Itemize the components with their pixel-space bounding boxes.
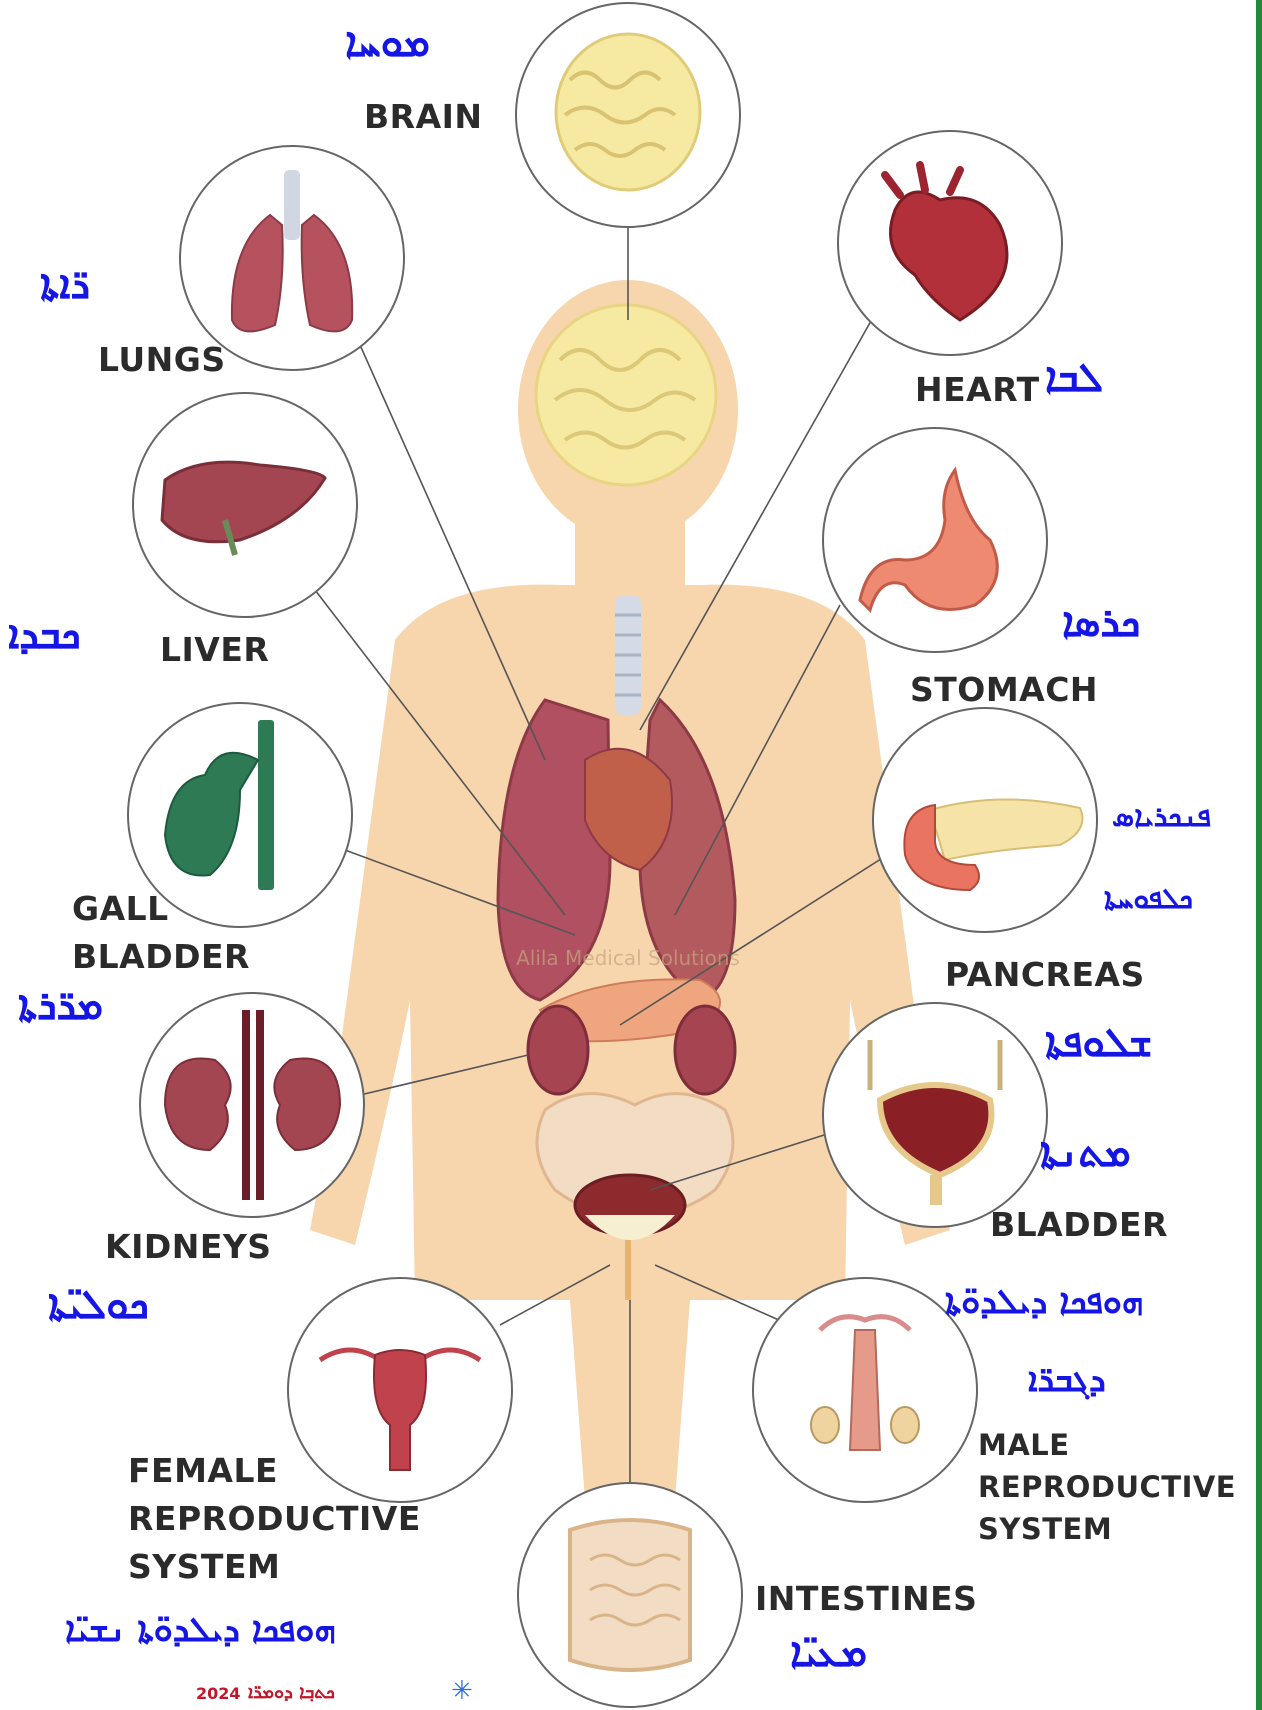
syriac-pancreas-1: ܦܢܟܪܝܐܣ <box>1112 800 1211 834</box>
label-bladder: BLADDER <box>990 1200 1168 1250</box>
syriac-brain: ܡܘܚܐ <box>345 20 430 66</box>
label-gall-bladder: GALL BLADDER <box>72 885 250 981</box>
snowflake-logo-icon: ✳ <box>451 1678 473 1704</box>
credit-year: 2024 <box>196 1684 241 1703</box>
label-female-reproductive: FEMALE REPRODUCTIVE SYSTEM <box>128 1447 421 1591</box>
label-brain: BRAIN <box>364 92 483 142</box>
label-liver: LIVER <box>160 625 269 675</box>
label-stomach: STOMACH <box>910 665 1098 715</box>
syriac-female-reproductive: ܗܘܦܟܐ ܕܝܠܕܘ̈ܬܐ ܢܫܝ̈ܐ <box>65 1610 336 1650</box>
syriac-heart: ܠܒܐ <box>1045 355 1103 401</box>
credit: ✳ ܟܬܒ݂ܐ ܕܘܡܪ̈ܐ 2024 <box>196 1676 526 1710</box>
label-lungs: LUNGS <box>98 335 226 385</box>
syriac-stomach: ܟܪܣܐ <box>1062 600 1140 646</box>
syriac-gall-bladder: ܡܪ̈ܪܬܐ <box>18 983 103 1029</box>
label-intestines: INTESTINES <box>755 1574 977 1624</box>
label-heart: HEART <box>915 365 1040 415</box>
trachea-in-body <box>615 595 641 715</box>
syriac-liver: ܟܒܕܐ <box>8 612 81 658</box>
label-kidneys: KIDNEYS <box>105 1222 272 1272</box>
syriac-kidneys: ܟܘܠܝ̈ܬܐ <box>48 1282 149 1328</box>
syriac-male-reproductive-2: ܕܓܒܪ̈ܐ <box>1028 1360 1106 1400</box>
syriac-male-reproductive-1: ܗܘܦܟܐ ܕܝܠܕܘ̈ܬܐ <box>945 1282 1143 1322</box>
syriac-bladder-1: ܫܠܘܦܬܐ <box>1045 1020 1152 1066</box>
brain-in-body <box>536 305 716 485</box>
brain-icon <box>556 34 700 190</box>
credit-text: ܟܬܒ݂ܐ ܕܘܡܪ̈ܐ <box>248 1682 335 1703</box>
label-male-reproductive: MALE REPRODUCTIVE SYSTEM <box>978 1424 1236 1550</box>
intestines-icon <box>570 1520 690 1670</box>
syriac-bladder-2: ܡܬܢܬܐ <box>1040 1130 1131 1176</box>
syriac-intestines: ܡܥܝ̈ܐ <box>790 1630 867 1676</box>
watermark: Alila Medical Solutions <box>516 946 740 970</box>
syriac-lungs: ܪ̈ܐܬܐ <box>40 262 90 308</box>
label-pancreas: PANCREAS <box>945 950 1145 1000</box>
syriac-pancreas-2: ܟܠܦܘܚܬܐ <box>1104 882 1193 916</box>
